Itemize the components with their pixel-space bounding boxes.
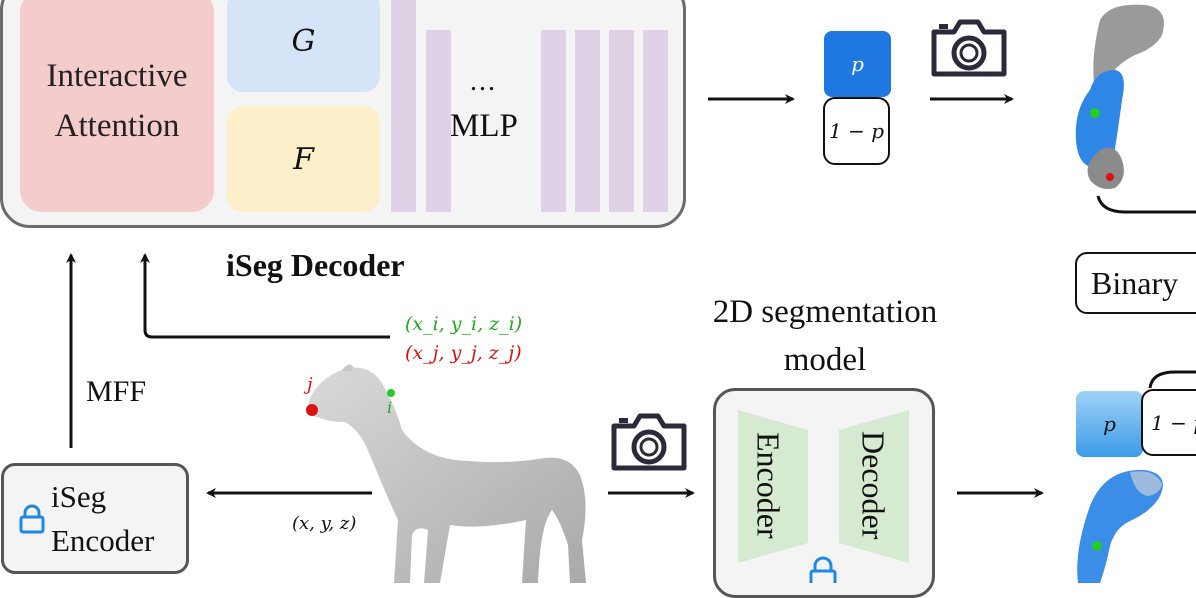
lock-icon	[19, 504, 45, 533]
camera-icon	[931, 19, 1007, 77]
interactive-attention-block: Interactive Attention	[20, 0, 214, 212]
mff-label: MFF	[86, 375, 147, 408]
probability-p-box: p	[824, 31, 891, 97]
one-minus-p-label: 1 − p	[829, 119, 884, 143]
probability-one-minus-p-box-bottom: 1 − p	[1141, 389, 1196, 456]
mlp-bar	[609, 30, 634, 212]
decoder-label: Decoder	[853, 410, 893, 560]
positive-point-coords: (x_i, y_i, z_i)	[405, 313, 523, 335]
loss-curve-bottom	[1148, 370, 1196, 389]
p-label-bottom: p	[1103, 412, 1116, 436]
iseg-decoder-title: iSeg Decoder	[226, 247, 405, 283]
prompt-arrow	[140, 253, 390, 339]
positive-click-point	[1090, 108, 1100, 118]
g-label: G	[291, 23, 316, 59]
encoder-label-text: Encoder	[750, 431, 787, 539]
mlp-bar	[575, 30, 600, 212]
f-label: F	[293, 141, 314, 177]
point-j-label: j	[307, 374, 313, 395]
p-label: p	[851, 52, 864, 76]
segmentation-model-title: 2D segmentation model	[712, 294, 938, 378]
loss-curve-top	[1096, 195, 1196, 214]
point-i-label: i	[387, 398, 393, 417]
horse-mesh	[306, 364, 586, 583]
vertex-coords: (x, y, z)	[292, 513, 357, 534]
mlp-bar	[391, 0, 416, 212]
binary-label: Binary	[1091, 264, 1179, 301]
connector-arrows	[66, 94, 1196, 498]
interactive-attention-label: Interactive Attention	[46, 58, 188, 144]
f-block: F	[227, 106, 380, 212]
camera-icon	[611, 413, 687, 471]
mlp-dots: ...	[470, 66, 497, 97]
positive-click-point	[387, 389, 395, 397]
decoder-trapezoid	[839, 410, 909, 563]
binary-loss-box: Binary	[1075, 252, 1196, 314]
iseg-encoder-label: iSeg Encoder	[51, 478, 155, 558]
segmented-mesh-bottom	[1077, 469, 1163, 583]
segmentation-trapezoids	[738, 410, 909, 583]
mlp-bar	[541, 30, 566, 212]
mlp-bar	[643, 30, 668, 212]
one-minus-p-label-bottom: 1 − p	[1151, 410, 1196, 435]
positive-click-point	[1092, 541, 1102, 551]
probability-one-minus-p-box: 1 − p	[823, 97, 890, 165]
segmented-mesh-top	[1075, 4, 1164, 189]
g-block: G	[227, 0, 380, 92]
negative-click-point	[1106, 173, 1114, 181]
encoder-label: Encoder	[748, 410, 788, 560]
negative-point-coords: (x_j, y_j, z_j)	[405, 342, 522, 364]
mlp-label: MLP	[450, 108, 518, 144]
negative-click-point	[306, 404, 318, 416]
iseg-encoder-box: iSeg Encoder	[1, 463, 189, 574]
probability-p-box-bottom: p	[1076, 391, 1143, 457]
mlp-bar	[426, 30, 451, 212]
decoder-label-text: Decoder	[855, 430, 892, 540]
lock-icon	[809, 556, 837, 583]
encoder-trapezoid	[738, 410, 808, 563]
